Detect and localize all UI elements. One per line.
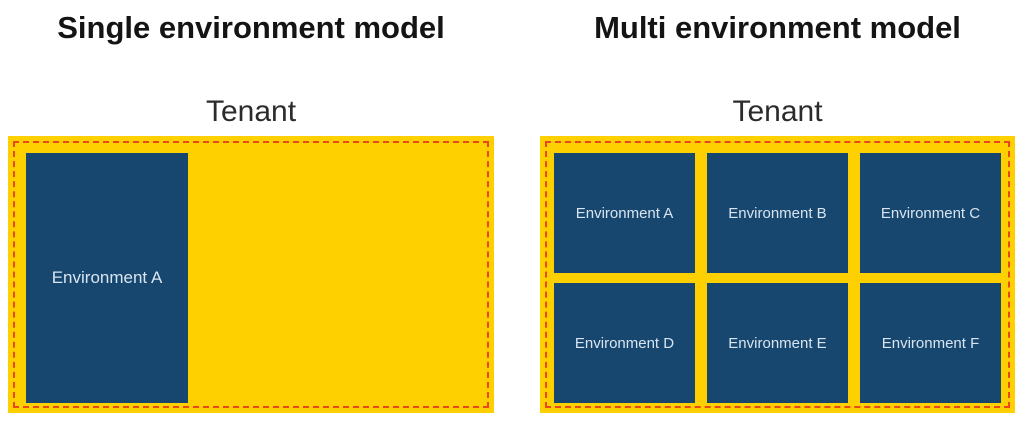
tenant-label: Tenant (732, 95, 823, 128)
environment-label: Environment D (574, 334, 675, 352)
multi-environment-panel: Multi environment model Tenant Environme… (540, 0, 1015, 429)
single-environment-panel: Single environment model Tenant Environm… (8, 0, 494, 429)
tenant-box: Environment A (8, 136, 494, 413)
environment-box: Environment E (707, 283, 848, 403)
environment-label: Environment F (881, 334, 980, 352)
environment-box: Environment B (707, 153, 848, 273)
environment-box: Environment D (554, 283, 695, 403)
environment-grid: Environment A Environment B Environment … (554, 153, 1001, 403)
tenant-label: Tenant (205, 95, 297, 128)
environment-label: Environment B (728, 204, 827, 222)
environment-label: Environment A (575, 204, 674, 222)
environment-box: Environment F (860, 283, 1001, 403)
environment-label: Environment C (880, 204, 981, 222)
environment-box: Environment C (860, 153, 1001, 273)
environment-box: Environment A (26, 153, 188, 403)
tenant-box: Environment A Environment B Environment … (540, 136, 1015, 413)
environment-label: Environment E (728, 334, 827, 352)
environment-label: Environment A (51, 268, 163, 287)
environment-box: Environment A (554, 153, 695, 273)
multi-environment-title: Multi environment model (594, 10, 961, 45)
single-environment-title: Single environment model (57, 10, 445, 45)
